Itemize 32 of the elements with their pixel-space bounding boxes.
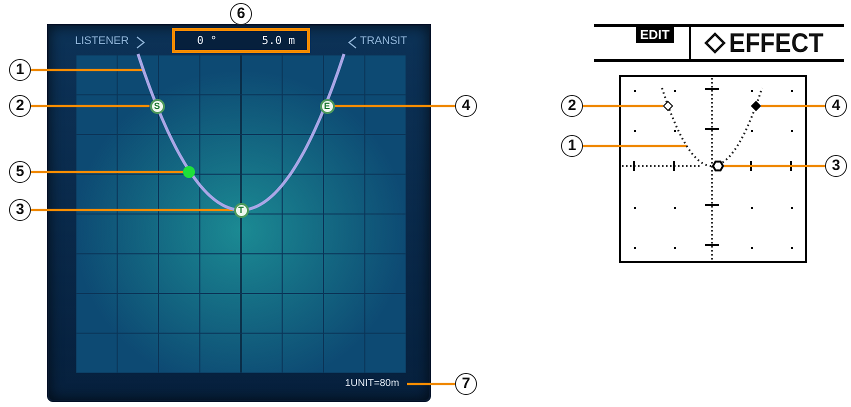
trajectory-curve [662,88,762,168]
position-readout [172,28,310,53]
callout-number: 4 [455,95,477,117]
callout-number: 1 [561,135,583,157]
readout-value: 5.0 m [262,34,295,47]
position-marker [712,160,724,172]
callout-number: 2 [9,95,31,117]
callout-number: 7 [455,373,477,395]
leader-line [334,104,455,108]
leader-line [407,382,455,386]
callout-number: 3 [9,199,31,221]
readout-value: 0 ° [197,34,217,47]
leader-line [31,68,143,72]
direction-label: TRANSIT [360,35,408,47]
callout-number: 1 [9,59,31,81]
leader-line [31,170,183,174]
leader-line [724,164,825,168]
leader-line [583,144,687,148]
callout-number: 5 [9,161,31,183]
callout-number: 4 [825,95,847,117]
direction-label: LISTENER [75,35,129,47]
callout-number: 3 [825,155,847,177]
leader-line [31,208,234,212]
callout-number: 6 [230,3,252,25]
screen-title: EFFECT [729,27,824,59]
leader-line [761,104,825,108]
callout-number: 2 [561,95,583,117]
leader-line [31,104,150,108]
trajectory-curve [138,55,344,212]
mode-tag: EDIT [636,27,674,43]
leader-line [583,104,663,108]
scale-text: 1UNIT=80m [345,377,407,391]
